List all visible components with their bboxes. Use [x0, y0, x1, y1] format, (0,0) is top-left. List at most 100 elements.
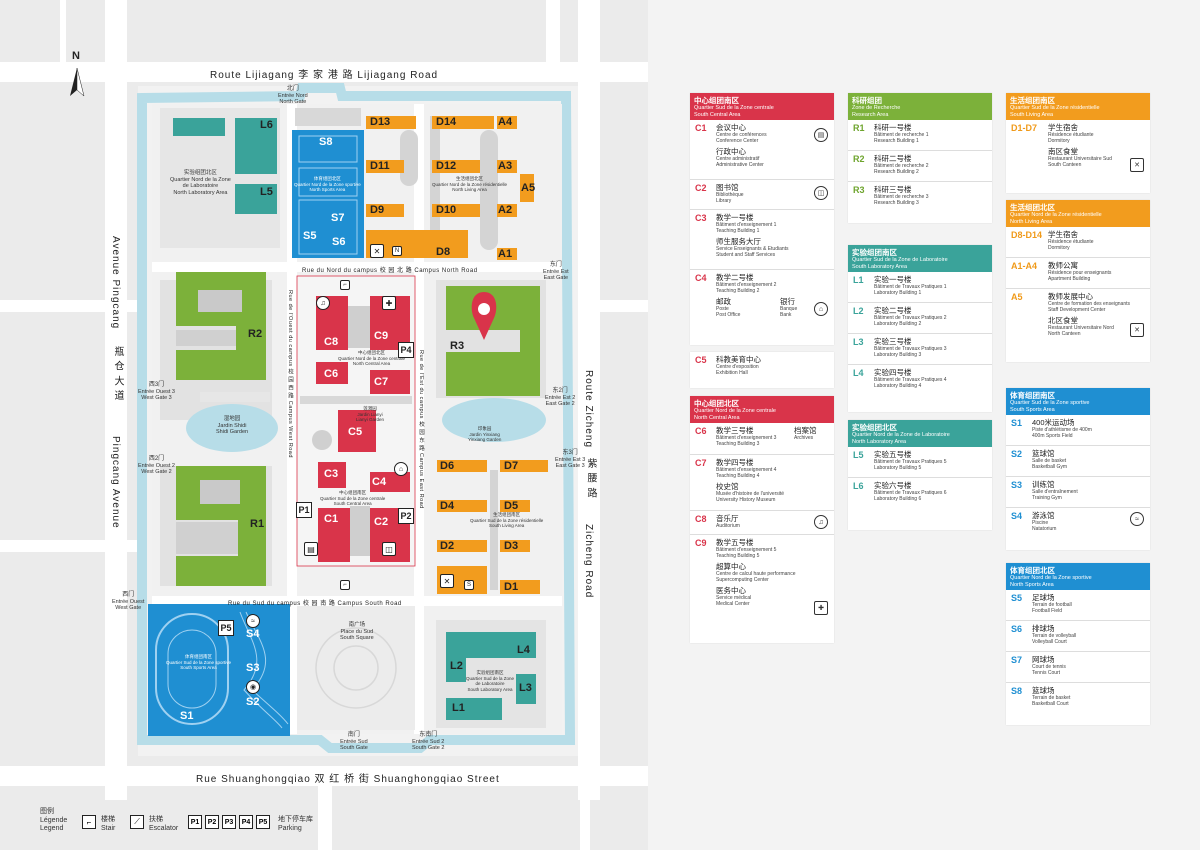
building-r3[interactable]: R3 — [450, 340, 465, 352]
building-c3[interactable]: C3 — [324, 468, 339, 480]
building-d7[interactable]: D7 — [504, 460, 519, 472]
building-c5[interactable]: C5 — [348, 426, 363, 438]
bank-icon[interactable]: ⌂ — [394, 462, 408, 476]
building-d8[interactable]: D8 — [436, 246, 451, 258]
building-l2[interactable]: L2 — [450, 660, 463, 672]
building-l5[interactable]: L5 — [260, 186, 273, 198]
library-book-icon[interactable]: ◫ — [382, 542, 396, 556]
building-s1[interactable]: S1 — [180, 710, 194, 722]
building-c6[interactable]: C6 — [324, 368, 339, 380]
conference-icon[interactable]: ▤ — [304, 542, 318, 556]
building-r1[interactable]: R1 — [250, 518, 265, 530]
gym-icon[interactable]: ◉ — [246, 680, 260, 694]
building-d13[interactable]: D13 — [370, 116, 391, 128]
building-l6[interactable]: L6 — [260, 119, 273, 131]
building-d2[interactable]: D2 — [440, 540, 455, 552]
building-a5[interactable]: A5 — [521, 182, 536, 194]
building-d9[interactable]: D9 — [370, 204, 385, 216]
building-a1[interactable]: A1 — [498, 248, 513, 260]
campus-map[interactable]: N Route Lijiagang 李 家 港 路 Lijiagang Road… — [0, 0, 648, 850]
swimming-icon[interactable]: ≈ — [246, 614, 260, 628]
building-a4[interactable]: A4 — [498, 116, 513, 128]
building-d12[interactable]: D12 — [436, 160, 457, 172]
building-r2[interactable]: R2 — [248, 328, 263, 340]
parking-p2[interactable]: P2 — [398, 508, 414, 524]
parking-p4[interactable]: P4 — [398, 342, 414, 358]
building-d14[interactable]: D14 — [436, 116, 457, 128]
building-c1[interactable]: C1 — [324, 513, 339, 525]
building-d4[interactable]: D4 — [440, 500, 455, 512]
canteen-fork-knife-icon-south[interactable]: ✕ — [440, 574, 454, 588]
building-s4[interactable]: S4 — [246, 628, 260, 640]
l2-en: Laboratory Building 2 — [874, 321, 922, 327]
building-l3[interactable]: L3 — [519, 682, 532, 694]
building-c4[interactable]: C4 — [372, 476, 387, 488]
building-c2[interactable]: C2 — [374, 516, 389, 528]
parking-p1[interactable]: P1 — [296, 502, 312, 518]
building-d5[interactable]: D5 — [504, 500, 519, 512]
building-a3[interactable]: A3 — [498, 160, 513, 172]
canteen-fork-knife-icon[interactable]: ✕ — [370, 244, 384, 258]
building-d3[interactable]: D3 — [504, 540, 519, 552]
music-note-icon[interactable]: ♫ — [316, 296, 330, 310]
parking-p5[interactable]: P5 — [218, 620, 234, 636]
building-c9[interactable]: C9 — [374, 330, 389, 342]
building-c8[interactable]: C8 — [324, 336, 339, 348]
medical-cross-icon[interactable]: ✚ — [382, 296, 396, 310]
building-s5[interactable]: S5 — [303, 230, 317, 242]
building-c7[interactable]: C7 — [374, 376, 389, 388]
building-d10[interactable]: D10 — [436, 204, 457, 216]
building-s6[interactable]: S6 — [332, 236, 346, 248]
building-l4[interactable]: L4 — [517, 644, 530, 656]
building-s8[interactable]: S8 — [319, 136, 333, 148]
building-l1[interactable]: L1 — [452, 702, 465, 714]
building-s2[interactable]: S2 — [246, 696, 260, 708]
building-s3[interactable]: S3 — [246, 662, 260, 674]
building-d1[interactable]: D1 — [504, 581, 519, 593]
legend-parking-en: Parking — [278, 825, 302, 832]
building-d6[interactable]: D6 — [440, 460, 455, 472]
building-a2[interactable]: A2 — [498, 204, 513, 216]
building-s7[interactable]: S7 — [331, 212, 345, 224]
building-d11[interactable]: D11 — [370, 160, 390, 172]
